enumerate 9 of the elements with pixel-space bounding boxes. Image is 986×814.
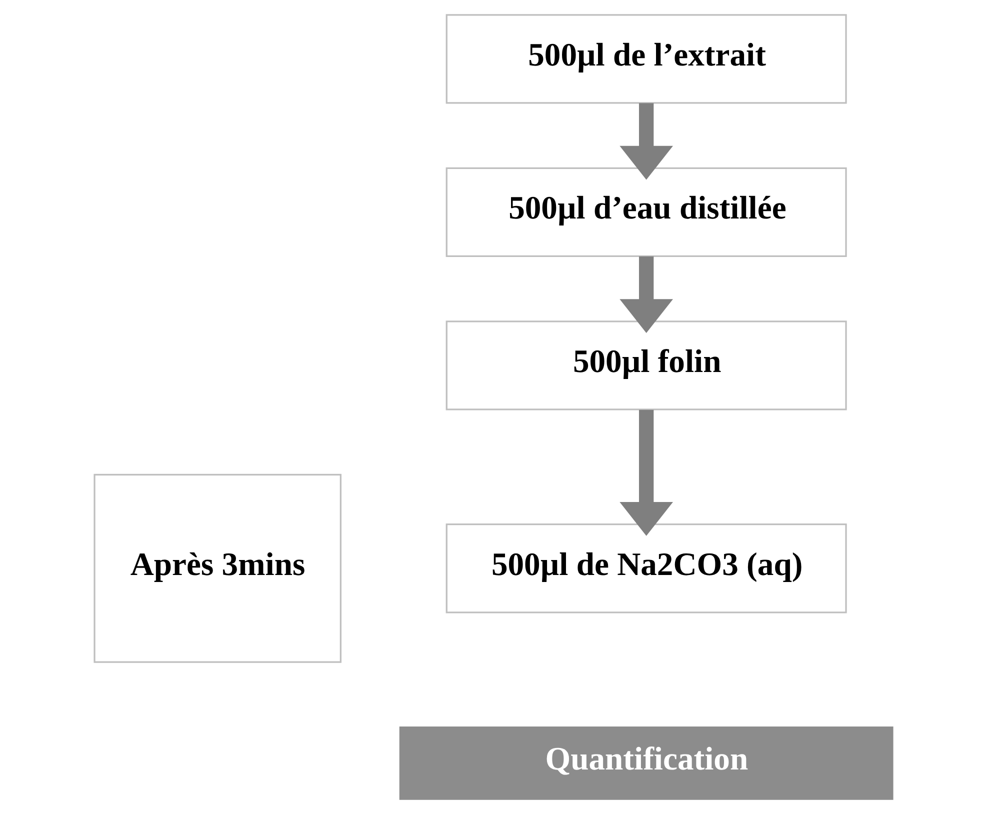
- node-box: 500µl de l’extrait: [445, 14, 846, 104]
- node-box: Après 3mins: [93, 474, 341, 663]
- node-box: Quantification: [398, 726, 893, 800]
- node-box: 500µl folin: [445, 320, 846, 410]
- arrow: [619, 103, 672, 180]
- node-box: 500µl de Na2CO3 (aq): [445, 524, 846, 614]
- arrow: [619, 256, 672, 333]
- arrow: [619, 410, 672, 536]
- node-box: 500µl d’eau distillée: [445, 167, 846, 258]
